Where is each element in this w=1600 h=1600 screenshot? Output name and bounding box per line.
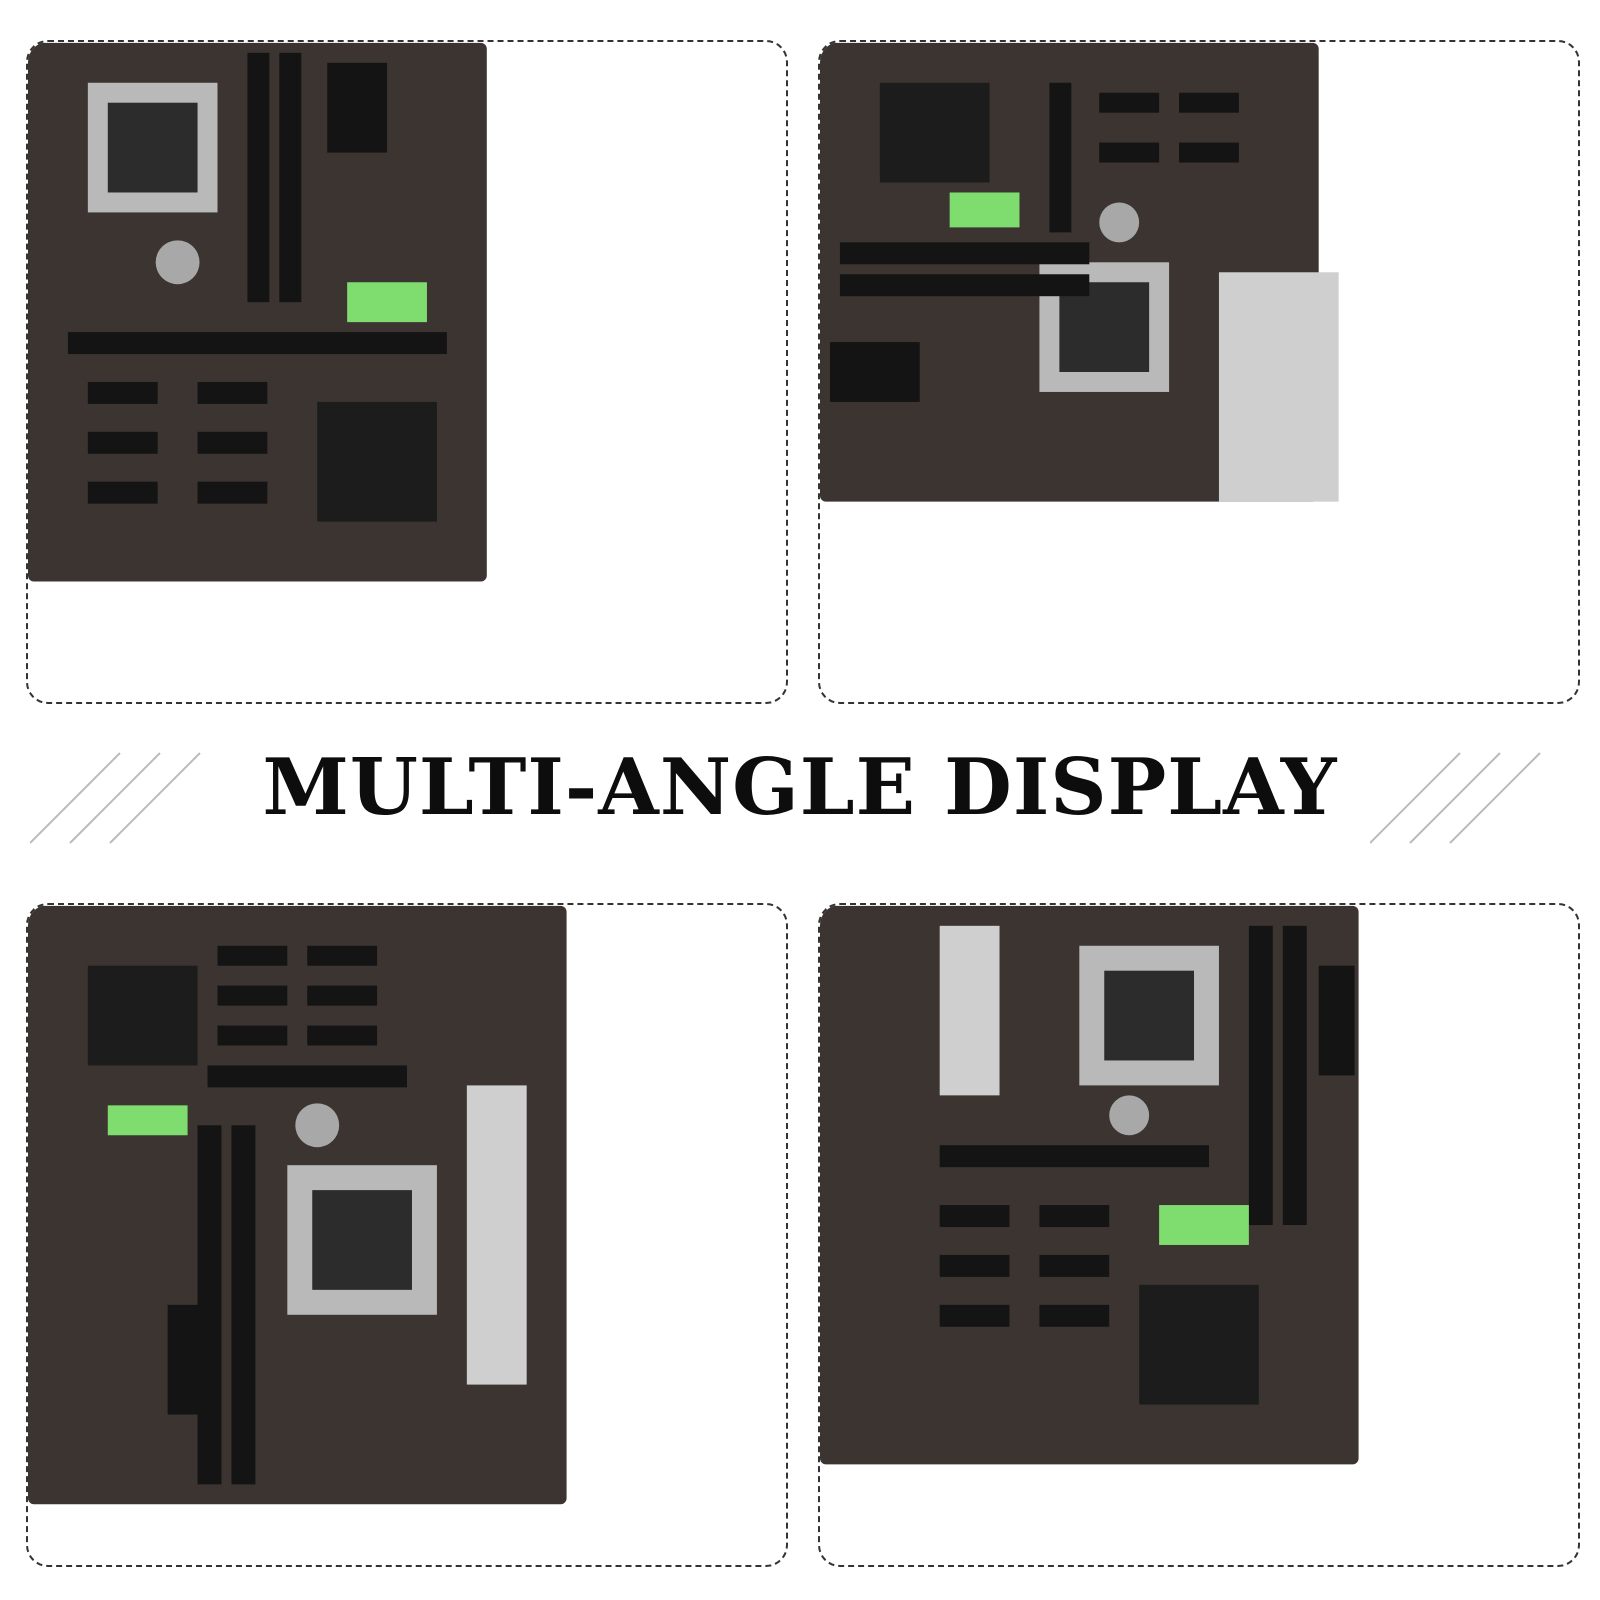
pcie-x16-slot [939,1145,1209,1168]
pcie-slot [87,381,158,404]
motherboard-photo-bottom-right [818,903,1580,1567]
chipset-heatsink [87,965,198,1066]
motherboard-photo-top-right [818,40,1580,704]
pcie-slot [307,945,378,966]
thermal-pad [1159,1205,1249,1245]
thermal-pad [107,1105,188,1136]
pcie-slot [1179,142,1239,163]
pcie-slot [1039,1205,1110,1228]
motherboard-illustration [820,905,1359,1465]
pcie-slot [197,481,268,504]
pcie-slot [217,1025,288,1046]
ram-slot [279,52,302,303]
ram-slot [247,52,270,303]
chipset-heatsink [879,82,990,183]
cmos-battery [155,240,200,285]
pcie-slot [197,431,268,454]
cmos-battery [295,1103,340,1148]
motherboard-illustration [28,905,567,1505]
pcie-slot [217,985,288,1006]
pcie-slot [1099,142,1160,163]
ram-slot [231,1125,256,1485]
pcie-slot [87,481,158,504]
pcie-x16-slot [1049,82,1072,233]
atx-power-connector [167,1304,218,1415]
ram-slot [1282,925,1307,1226]
pcie-slot [217,945,288,966]
motherboard-illustration [28,42,487,582]
pcie-slot [939,1254,1010,1277]
pcie-x16-slot [67,332,447,355]
io-ports [466,1085,527,1385]
chipset-heatsink [1139,1284,1259,1405]
ram-slot [1248,925,1273,1226]
decorative-hatch-right [1369,748,1570,858]
atx-power-connector [829,342,920,402]
pcie-slot [307,1025,378,1046]
motherboard-illustration [820,42,1339,502]
cmos-battery [1109,1095,1150,1136]
io-ports [1218,272,1339,502]
pcie-slot [939,1304,1010,1327]
pcie-slot [307,985,378,1006]
atx-power-connector [327,62,388,153]
pcie-slot [939,1205,1010,1228]
pcie-slot [1179,92,1239,113]
thermal-pad [949,192,1020,228]
chipset-heatsink [317,401,437,522]
pcie-slot [1039,1304,1110,1327]
atx-power-connector [1318,965,1355,1076]
pcie-x16-slot [207,1065,407,1088]
pcie-slot [87,431,158,454]
motherboard-photo-bottom-left [26,903,788,1567]
thermal-pad [347,282,427,323]
ram-slot [839,242,1090,265]
pcie-slot [1099,92,1160,113]
page-title: MULTI-ANGLE DISPLAY [262,742,1338,833]
ram-slot [197,1125,222,1485]
cmos-battery [1099,202,1140,243]
decorative-hatch-left [29,748,230,858]
io-ports [939,925,1000,1096]
ram-slot [839,274,1090,297]
motherboard-photo-top-left [26,40,788,704]
pcie-slot [1039,1254,1110,1277]
pcie-slot [197,381,268,404]
